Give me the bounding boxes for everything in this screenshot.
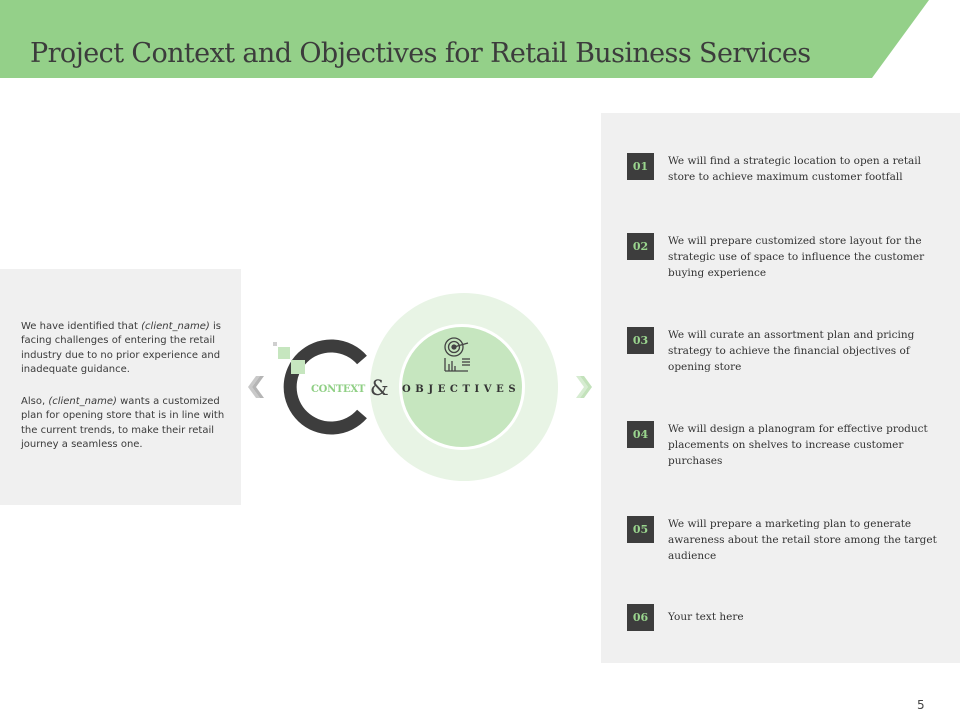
chevron-left-icon — [248, 376, 264, 398]
objective-text: We will curate an assortment plan and pr… — [668, 329, 915, 373]
ampersand: & — [370, 376, 389, 400]
decor-square — [291, 360, 305, 374]
objective-number: 05 — [627, 516, 654, 543]
objective-number: 02 — [627, 233, 654, 260]
title-band — [0, 0, 960, 78]
context-paragraph-2: Also, (client_name) wants a customized p… — [21, 395, 227, 452]
objective-number: 01 — [627, 153, 654, 180]
decor-square — [278, 347, 290, 359]
context-objectives-graphic: CONTEXT & OBJECTIVES — [240, 280, 600, 500]
objective-text: We will design a planogram for effective… — [668, 423, 928, 467]
chevron-right-icon — [576, 376, 592, 398]
objective-text: Your text here — [668, 611, 744, 623]
context-text: is facing challenges of entering the ret… — [21, 321, 221, 375]
objective-number: 04 — [627, 421, 654, 448]
objective-text: We will prepare a marketing plan to gene… — [668, 518, 937, 562]
page-number: 5 — [917, 698, 925, 712]
context-text: Also, — [21, 396, 49, 408]
graphic-shapes — [248, 293, 592, 481]
objective-text: We will prepare customized store layout … — [668, 235, 925, 279]
decor-square — [273, 342, 277, 346]
client-name-placeholder: (client_name) — [48, 396, 117, 408]
context-text: wants a customized plan for opening stor… — [21, 396, 225, 451]
context-panel: We have identified that (client_name) is… — [0, 269, 241, 505]
context-paragraph-1: We have identified that (client_name) is… — [21, 320, 227, 377]
objective-text: We will find a strategic location to ope… — [668, 155, 922, 183]
context-text: We have identified that — [21, 321, 142, 332]
objectives-panel: 01 We will find a strategic location to … — [601, 113, 960, 663]
objective-number: 03 — [627, 327, 654, 354]
page-title: Project Context and Objectives for Retai… — [30, 38, 811, 69]
context-ring — [283, 339, 367, 435]
target-chart-icon — [444, 337, 470, 372]
context-label: CONTEXT — [311, 384, 365, 395]
objectives-label: OBJECTIVES — [402, 384, 521, 395]
title-band-shape — [0, 0, 929, 78]
client-name-placeholder: (client_name) — [141, 321, 210, 332]
objectives-inner-circle — [402, 327, 522, 447]
objective-number: 06 — [627, 604, 654, 631]
